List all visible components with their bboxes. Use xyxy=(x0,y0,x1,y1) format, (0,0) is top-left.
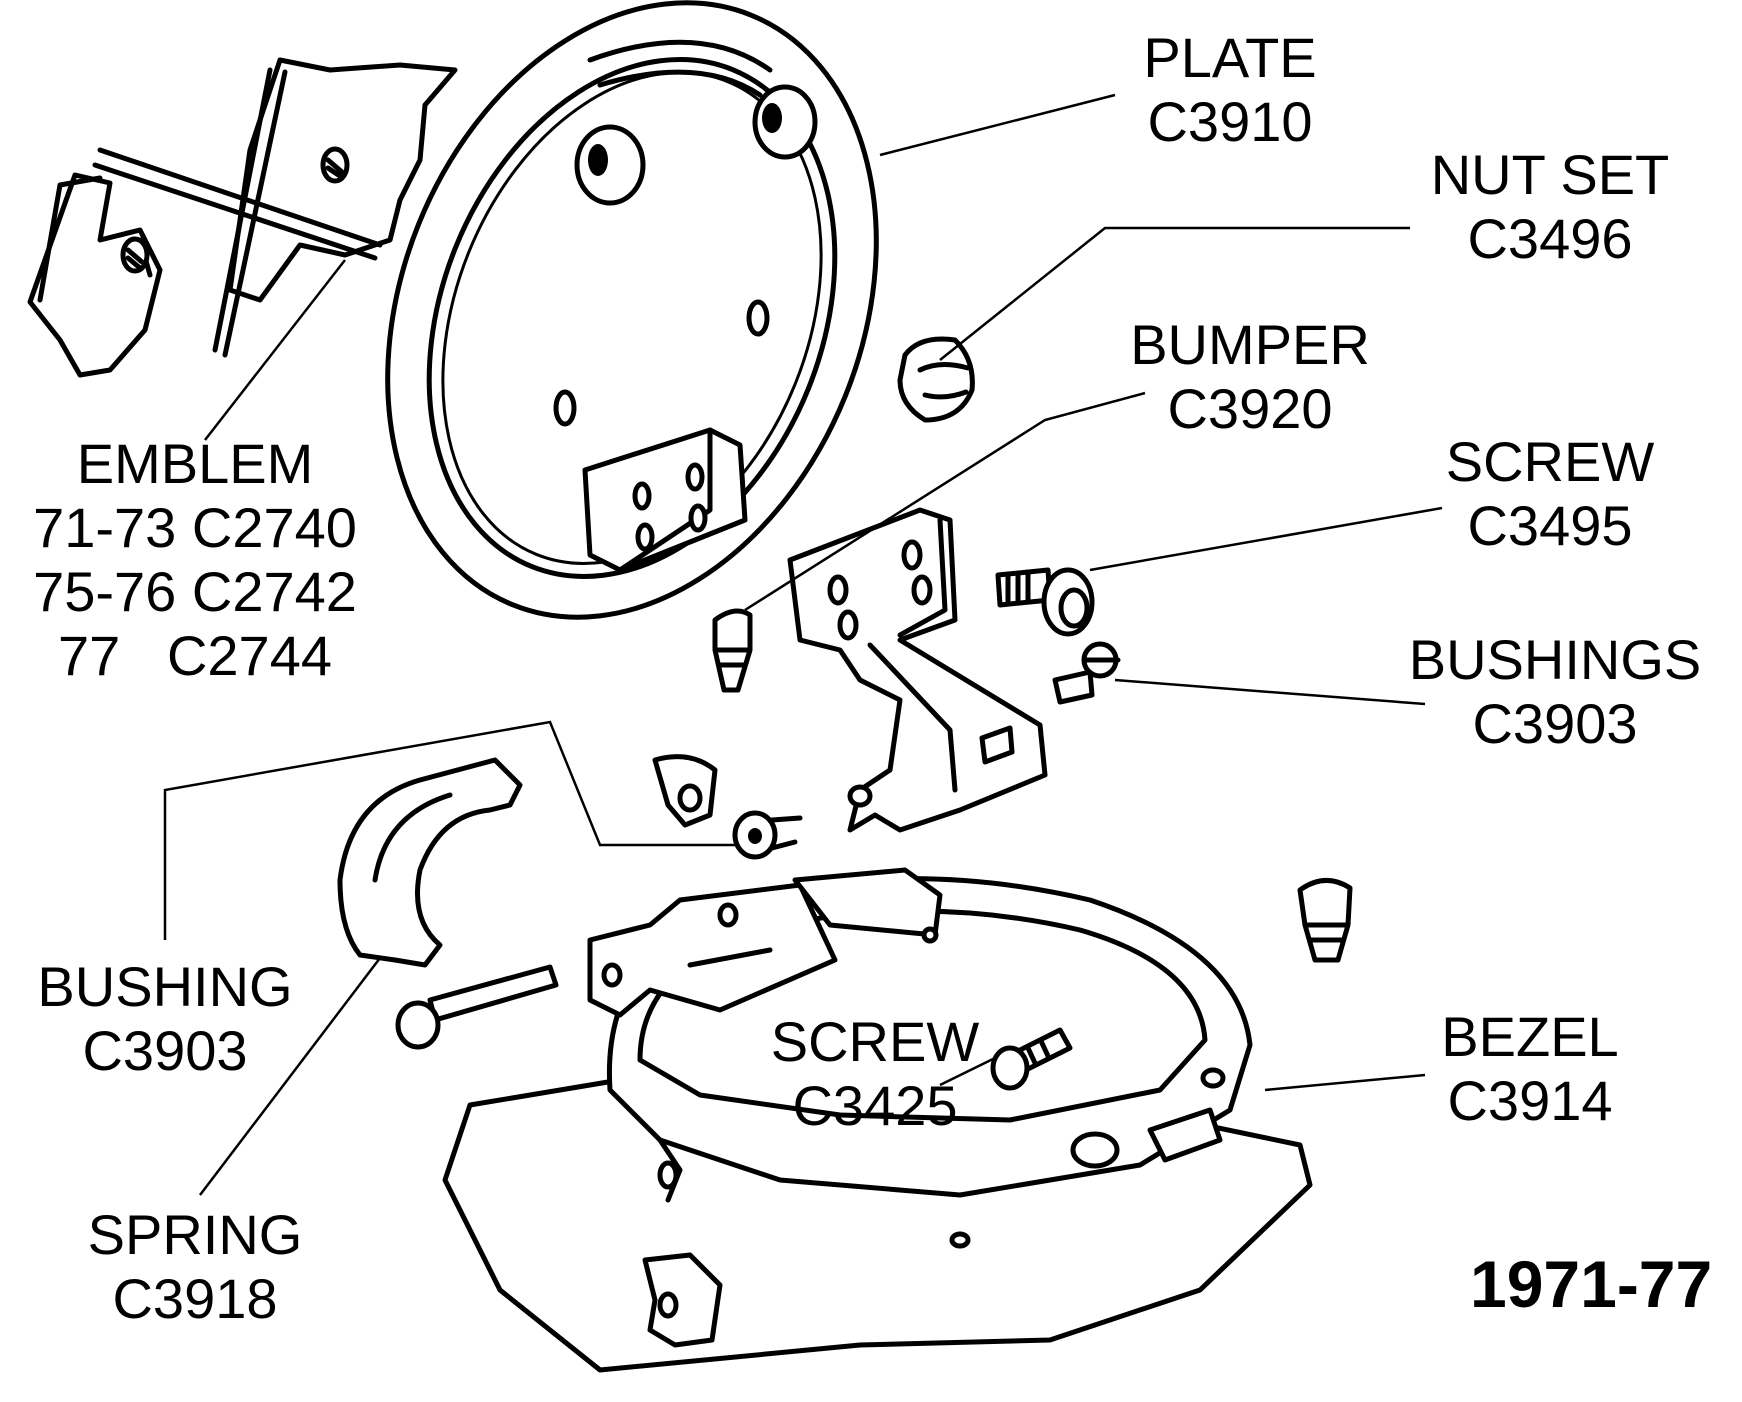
hinge-bracket-drawing xyxy=(787,507,1048,833)
leader-lines xyxy=(163,93,1443,1196)
bumper-lower-drawing xyxy=(1297,878,1353,963)
emblem-part-75-76: 75-76 C2742 xyxy=(33,560,357,623)
bezel-name: BEZEL xyxy=(1441,1005,1619,1068)
spring-callout: SPRING C3918 xyxy=(60,1203,330,1331)
bushings-drawing xyxy=(1052,641,1121,705)
year-range-label: 1971-77 xyxy=(1470,1247,1713,1321)
nut-set-callout: NUT SET C3496 xyxy=(1400,143,1700,271)
plate-drawing xyxy=(385,0,879,620)
screw-top-part-number: C3495 xyxy=(1467,494,1633,557)
bumper-callout: BUMPER C3920 xyxy=(1110,313,1390,441)
bushings-name: BUSHINGS xyxy=(1408,628,1702,691)
screw-top-callout: SCREW C3495 xyxy=(1420,430,1680,558)
clip-and-bushing-drawing xyxy=(652,754,803,860)
screw-bottom-callout: SCREW C3425 xyxy=(745,1010,1005,1138)
spring-drawing xyxy=(337,757,523,968)
bushings-part-number: C3903 xyxy=(1472,692,1638,755)
emblem-part-77: 77 C2744 xyxy=(58,624,332,687)
bezel-callout: BEZEL C3914 xyxy=(1410,1005,1650,1133)
nut-set-part-number: C3496 xyxy=(1467,207,1633,270)
plate-part-number: C3910 xyxy=(1147,90,1313,153)
bushings-callout: BUSHINGS C3903 xyxy=(1385,628,1725,756)
emblem-callout: EMBLEM 71-73 C2740 75-76 C2742 77 C2744 xyxy=(20,432,370,688)
bezel-part-number: C3914 xyxy=(1447,1069,1613,1132)
bumper-part-number: C3920 xyxy=(1167,377,1333,440)
screw-bottom-part-number: C3425 xyxy=(792,1074,958,1137)
bumper-drawing xyxy=(712,608,753,693)
emblem-part-71-73: 71-73 C2740 xyxy=(33,496,357,559)
bushing-part-number: C3903 xyxy=(82,1019,248,1082)
spring-name: SPRING xyxy=(87,1203,303,1266)
plate-callout: PLATE C3910 xyxy=(1100,26,1360,154)
screw-bottom-name: SCREW xyxy=(770,1010,980,1073)
nut-drawing xyxy=(897,336,975,423)
emblem-name: EMBLEM xyxy=(76,432,314,495)
screw-top-drawing xyxy=(995,567,1095,637)
emblem-drawing xyxy=(27,57,458,378)
bezel-drawing xyxy=(442,867,1313,1373)
screw-bottom-drawing xyxy=(990,1027,1073,1091)
screw-top-name: SCREW xyxy=(1445,430,1655,493)
spring-part-number: C3918 xyxy=(112,1267,278,1330)
hinge-pin-drawing xyxy=(395,964,559,1050)
bushing-callout: BUSHING C3903 xyxy=(25,955,305,1083)
nut-set-name: NUT SET xyxy=(1430,143,1670,206)
bushing-name: BUSHING xyxy=(37,955,293,1018)
plate-name: PLATE xyxy=(1143,26,1317,89)
bumper-name: BUMPER xyxy=(1130,313,1370,376)
